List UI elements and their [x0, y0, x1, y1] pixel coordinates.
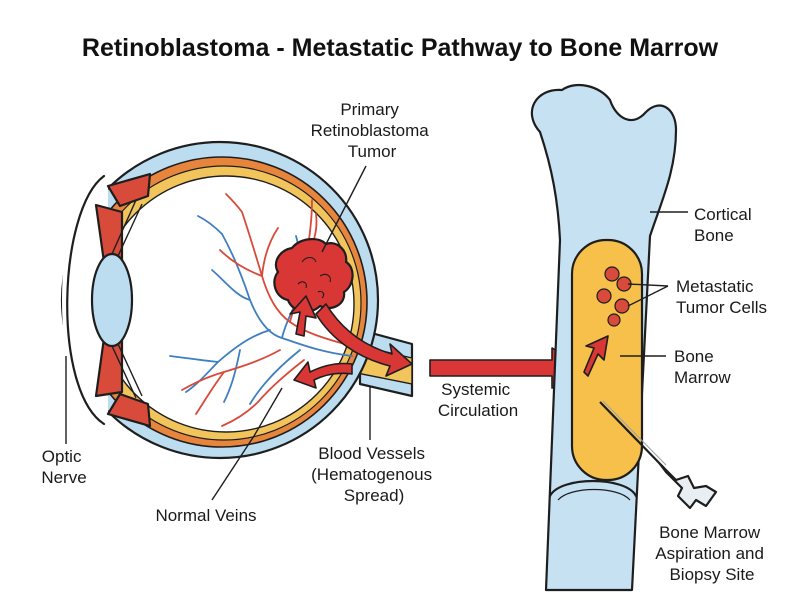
metastatic-cell — [614, 298, 630, 314]
zonule-lower — [111, 343, 143, 399]
label-optic-nerve-line1: Optic — [42, 447, 82, 466]
spread-arrows — [289, 295, 413, 389]
ciliary-body-lower — [106, 392, 152, 428]
metastatic-cell — [596, 288, 612, 304]
biopsy-needle — [599, 400, 718, 510]
label-optic-nerve: Optic Nerve — [41, 447, 86, 487]
label-bone-marrow-line1: Bone — [674, 347, 714, 366]
bone-illustration — [530, 83, 718, 592]
label-systemic-line2: Circulation — [438, 401, 518, 420]
label-blood-vessels-line3: Spread) — [344, 486, 404, 505]
ciliary-body-upper — [106, 172, 152, 208]
label-blood-vessels-line2: (Hematogenous — [311, 465, 432, 484]
metastatic-cells — [596, 266, 632, 327]
label-cortical-line1: Cortical — [694, 205, 752, 224]
page-title: Retinoblastoma - Metastatic Pathway to B… — [82, 34, 719, 62]
label-biopsy-line2: Aspiration and — [655, 544, 764, 563]
label-metastatic-line1: Metastatic — [676, 277, 754, 296]
label-normal-veins: Normal Veins — [155, 506, 256, 525]
label-biopsy-site: Bone Marrow Aspiration and Biopsy Site — [655, 523, 768, 584]
label-bone-marrow-line2: Marrow — [674, 368, 731, 387]
metastatic-cell — [604, 266, 620, 282]
metastatic-cell — [607, 313, 621, 327]
label-primary-tumor-line2: Retinoblastoma — [311, 121, 430, 140]
label-blood-vessels: Blood Vessels (Hematogenous Spread) — [311, 444, 437, 505]
label-systemic-line1: Systemic — [441, 380, 510, 399]
bone-cut-inner — [557, 488, 631, 501]
zonule-upper — [111, 199, 143, 257]
needle-hub — [658, 462, 718, 510]
bone-cut-end — [548, 480, 638, 498]
label-bone-marrow: Bone Marrow — [674, 347, 731, 387]
label-systemic-circulation: Systemic Circulation — [438, 380, 518, 420]
label-optic-nerve-line2: Nerve — [41, 468, 86, 487]
leader-metastatic-1 — [627, 283, 669, 287]
label-metastatic-line2: Tumor Cells — [676, 298, 767, 317]
label-blood-vessels-line1: Blood Vessels — [318, 444, 425, 463]
cornea — [66, 174, 106, 426]
lens — [90, 252, 134, 348]
arrow-into-marrow — [583, 335, 609, 377]
label-primary-tumor: Primary Retinoblastoma Tumor — [311, 100, 434, 161]
arrow-tumor-down — [289, 295, 317, 337]
tumor-texture — [297, 256, 331, 299]
leader-metastatic-2 — [627, 285, 669, 307]
label-cortical-bone: Cortical Bone — [694, 205, 756, 245]
label-normal-veins-line1: Normal Veins — [155, 506, 256, 525]
needle-shaft — [599, 401, 665, 469]
label-primary-tumor-line1: Primary — [340, 100, 399, 119]
primary-tumor — [273, 238, 354, 313]
eye-illustration — [60, 140, 414, 460]
label-primary-tumor-line3: Tumor — [348, 142, 397, 161]
label-biopsy-line1: Bone Marrow — [659, 523, 761, 542]
arrow-to-nerve — [315, 303, 413, 377]
label-biopsy-line3: Biopsy Site — [669, 565, 754, 584]
arrow-back-nerve — [293, 361, 353, 389]
needle-shaft-highlight — [602, 400, 667, 466]
leader-lines — [65, 165, 688, 501]
label-metastatic-cells: Metastatic Tumor Cells — [676, 277, 767, 317]
leader-primary-tumor — [321, 165, 367, 253]
leader-normal-veins — [211, 387, 283, 501]
label-cortical-line2: Bone — [694, 226, 734, 245]
